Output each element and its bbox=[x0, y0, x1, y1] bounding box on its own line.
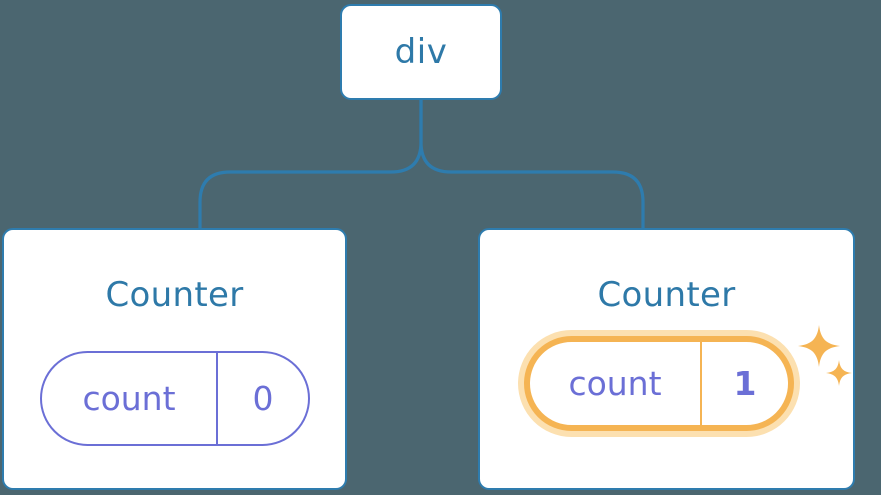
state-pill-right[interactable]: count 1 bbox=[518, 330, 800, 437]
state-pill[interactable]: count 0 bbox=[40, 351, 310, 446]
state-pill-left[interactable]: count 0 bbox=[40, 351, 310, 446]
state-value: 1 bbox=[733, 364, 757, 403]
node-root-div[interactable]: div bbox=[340, 4, 502, 100]
state-pill-glow: count 1 bbox=[518, 330, 800, 437]
state-pill[interactable]: count 1 bbox=[524, 336, 794, 431]
component-title: Counter bbox=[105, 275, 244, 315]
root-node-label: div bbox=[394, 32, 448, 72]
connector-branch-right bbox=[419, 98, 645, 232]
state-key: count bbox=[530, 342, 702, 425]
connector-branch-left bbox=[198, 98, 423, 232]
state-value: 0 bbox=[252, 379, 274, 418]
state-key: count bbox=[42, 353, 218, 444]
component-title: Counter bbox=[597, 275, 736, 315]
